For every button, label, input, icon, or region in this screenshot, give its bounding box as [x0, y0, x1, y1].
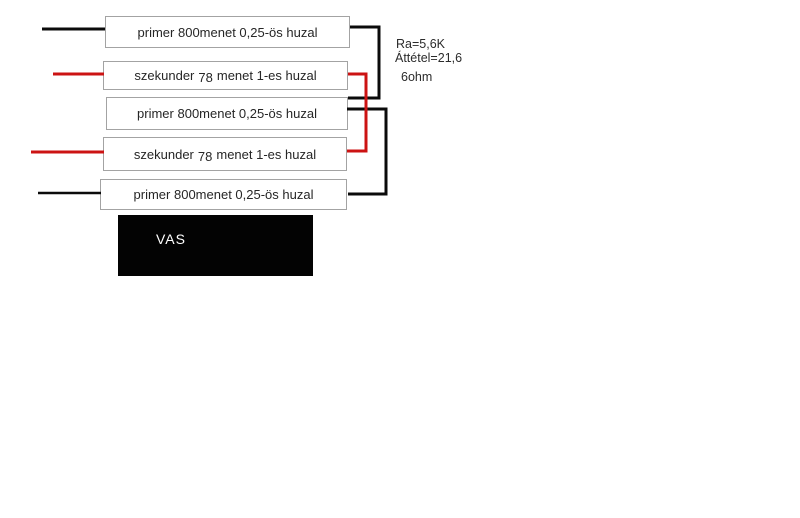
annotation-attetel: Áttétel=21,6 — [395, 51, 463, 65]
winding-box-primer-1: primer 800menet 0,25-ös huzal — [105, 16, 350, 48]
winding-box-primer-2: primer 800menet 0,25-ös huzal — [106, 97, 348, 130]
winding-label-suffix: menet 1-es huzal — [216, 146, 317, 162]
core-box: VAS — [118, 215, 313, 276]
winding-label: primer 800menet 0,25-ös huzal — [137, 106, 317, 121]
winding-box-primer-3: primer 800menet 0,25-ös huzal — [100, 179, 347, 210]
winding-turns: 78 — [197, 148, 213, 164]
winding-label: primer 800menet 0,25-ös huzal — [133, 187, 314, 202]
core-label: VAS — [156, 231, 186, 247]
annotation-ra: Ra=5,6K — [396, 37, 445, 51]
annotation-impedance: 6ohm — [401, 70, 433, 84]
winding-label-prefix: szekunder — [133, 146, 194, 162]
winding-label-prefix: szekunder — [134, 68, 195, 83]
winding-label-suffix: menet 1-es huzal — [216, 68, 317, 83]
wire-szekunder1-to-szekunder2 — [347, 72, 368, 153]
wire-primer1-to-primer2 — [348, 25, 381, 100]
winding-label: primer 800menet 0,25-ös huzal — [137, 24, 318, 40]
winding-turns: 78 — [198, 70, 213, 85]
